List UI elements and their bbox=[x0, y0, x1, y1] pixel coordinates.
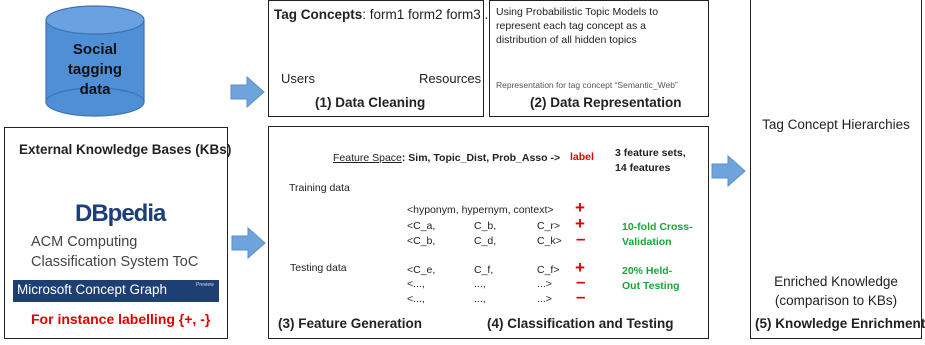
row-4-c2: ..., bbox=[474, 293, 486, 305]
row-1-c3: C_k> bbox=[537, 235, 562, 247]
enriched-line2: (comparison to KBs) bbox=[774, 293, 898, 308]
feature-sets-line1: 3 feature sets, bbox=[615, 147, 686, 159]
row-3-c1: <..., bbox=[407, 278, 425, 290]
data-representation-caption: (2) Data Representation bbox=[530, 95, 682, 110]
topic-desc-line2: represent each tag concept as a bbox=[496, 20, 647, 32]
row-4-c1: <..., bbox=[407, 293, 425, 305]
data-cleaning-caption: (1) Data Cleaning bbox=[315, 95, 426, 110]
feature-classification-box bbox=[268, 126, 709, 339]
topic-model-desc: Using Probabilistic Topic Models to repr… bbox=[496, 5, 658, 47]
enriched-line1: Enriched Knowledge bbox=[774, 274, 898, 289]
classification-caption: (4) Classification and Testing bbox=[487, 316, 674, 331]
cross-validation-note: 10-fold Cross- Validation bbox=[622, 220, 693, 250]
row-0-c3: C_r> bbox=[537, 220, 561, 232]
feature-space-line: Feature Space: Sim, Topic_Dist, Prob_Ass… bbox=[333, 152, 560, 164]
row-3-c3: ...> bbox=[537, 278, 552, 290]
tag-concepts-line: Tag Concepts: form1 form2 form3 ... bbox=[274, 7, 496, 22]
enriched-knowledge-label: Enriched Knowledge (comparison to KBs) bbox=[750, 272, 922, 310]
row-1-sign: – bbox=[576, 229, 586, 248]
tag-concept-hierarchies-label: Tag Concept Hierarchies bbox=[762, 117, 910, 132]
arrow-features-to-enrich bbox=[711, 154, 746, 188]
tag-concepts-forms: : form1 form2 form3 ... bbox=[362, 7, 496, 22]
cv-line1: 10-fold Cross- bbox=[622, 221, 693, 233]
label-header: label bbox=[570, 151, 594, 163]
row-1-c1: <C_b, bbox=[407, 235, 436, 247]
microsoft-concept-graph-banner: Microsoft Concept Graph Preview bbox=[13, 280, 219, 302]
topic-desc-line3: distribution of all hidden topics bbox=[496, 34, 637, 46]
testing-data-label: Testing data bbox=[290, 262, 347, 274]
arrow-social-to-clean bbox=[230, 75, 265, 109]
resources-label: Resources bbox=[419, 71, 482, 86]
row-2-c2: C_f, bbox=[474, 264, 494, 276]
held-out-note: 20% Held- Out Testing bbox=[622, 264, 680, 294]
training-data-label: Training data bbox=[289, 182, 350, 194]
feature-sets-note: 3 feature sets, 14 features bbox=[615, 146, 686, 176]
feature-sets-line2: 14 features bbox=[615, 162, 671, 174]
feature-generation-caption: (3) Feature Generation bbox=[278, 316, 423, 331]
ho-line1: 20% Held- bbox=[622, 265, 673, 277]
tag-concepts-prefix: Tag Concepts bbox=[274, 7, 363, 22]
row-2-c1: <C_e, bbox=[407, 264, 436, 276]
hyponym-row: <hyponym, hypernym, context> bbox=[407, 204, 554, 216]
row-0-c1: <C_a, bbox=[407, 220, 436, 232]
users-label: Users bbox=[281, 71, 315, 86]
mcg-label: Microsoft Concept Graph bbox=[17, 282, 168, 297]
row-4-c3: ...> bbox=[537, 293, 552, 305]
instance-labelling: For instance labelling {+, -} bbox=[31, 311, 211, 327]
row-4-sign: – bbox=[576, 287, 586, 306]
knowledge-enrichment-box bbox=[750, 0, 922, 339]
social-line1: Social bbox=[72, 41, 118, 58]
kb-title: External Knowledge Bases (KBs) bbox=[19, 142, 232, 157]
arrow-kb-to-features bbox=[231, 226, 266, 260]
external-kb-box: External Knowledge Bases (KBs) DBpedia A… bbox=[4, 127, 232, 339]
row-3-c2: ..., bbox=[474, 278, 486, 290]
knowledge-enrichment-caption: (5) Knowledge Enrichment bbox=[755, 316, 925, 331]
topic-desc-line1: Using Probabilistic Topic Models to bbox=[496, 6, 659, 18]
cv-line2: Validation bbox=[622, 236, 672, 248]
row-2-sign: + bbox=[575, 258, 585, 277]
row-2-c3: C_f> bbox=[537, 264, 560, 276]
social-line3: data bbox=[79, 81, 111, 98]
mcg-tag: Preview bbox=[196, 282, 214, 288]
acm-line1: ACM Computing bbox=[31, 234, 138, 250]
data-cleaning-box: Tag Concepts: form1 form2 form3 ... User… bbox=[268, 0, 496, 117]
row-0-sign: + bbox=[575, 214, 585, 233]
ho-line2: Out Testing bbox=[622, 280, 680, 292]
feature-space-prefix: Feature Space bbox=[333, 152, 402, 164]
row-0-c2: C_b, bbox=[474, 220, 497, 232]
representation-label: Representation for tag concept “Semantic… bbox=[496, 80, 678, 90]
social-line2: tagging bbox=[67, 61, 123, 78]
row-3-sign: – bbox=[576, 272, 586, 291]
dbpedia-logo: DBpedia bbox=[75, 200, 166, 227]
data-representation-box: Using Probabilistic Topic Models to repr… bbox=[489, 0, 709, 117]
feature-space-rest: : Sim, Topic_Dist, Prob_Asso -> bbox=[401, 152, 561, 164]
social-data-cylinder bbox=[45, 5, 145, 117]
social-tagging-label: Social tagging data bbox=[46, 40, 144, 100]
row-1-c2: C_d, bbox=[474, 235, 497, 247]
hyponym-sign: + bbox=[575, 198, 585, 217]
acm-line2: Classification System ToC bbox=[31, 254, 199, 270]
